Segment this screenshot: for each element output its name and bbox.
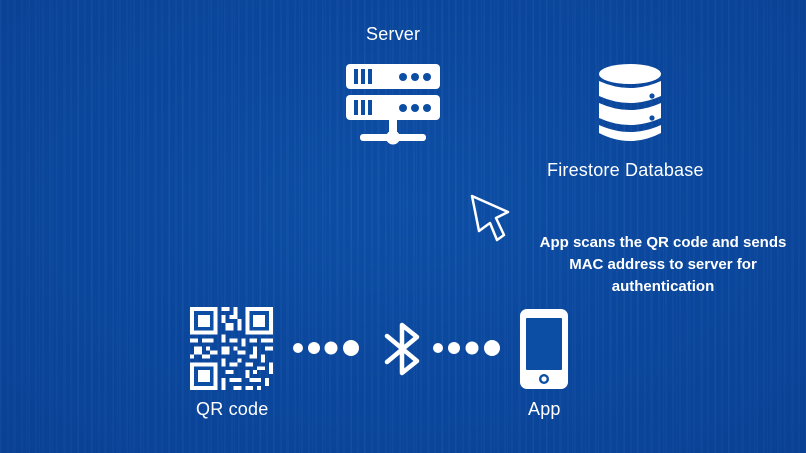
cursor-arrow-icon bbox=[470, 194, 510, 242]
connection-dots-right bbox=[433, 340, 500, 356]
annotation-line: MAC address to server for bbox=[569, 256, 757, 273]
bluetooth-icon bbox=[384, 322, 420, 376]
server-label: Server bbox=[366, 24, 421, 44]
server-icon bbox=[346, 64, 440, 145]
smartphone-icon bbox=[520, 309, 568, 389]
annotation-line: App scans the QR code and sends bbox=[539, 234, 787, 251]
database-icon bbox=[599, 64, 661, 141]
annotation-text: App scans the QR code and sends MAC addr… bbox=[527, 232, 799, 298]
database-label: Firestore Database bbox=[547, 160, 704, 180]
annotation-line: authentication bbox=[611, 278, 715, 295]
app-label: App bbox=[528, 399, 561, 419]
qr-code-icon bbox=[190, 307, 273, 390]
qr-code-label: QR code bbox=[196, 399, 269, 419]
connection-dots-left bbox=[293, 340, 359, 356]
